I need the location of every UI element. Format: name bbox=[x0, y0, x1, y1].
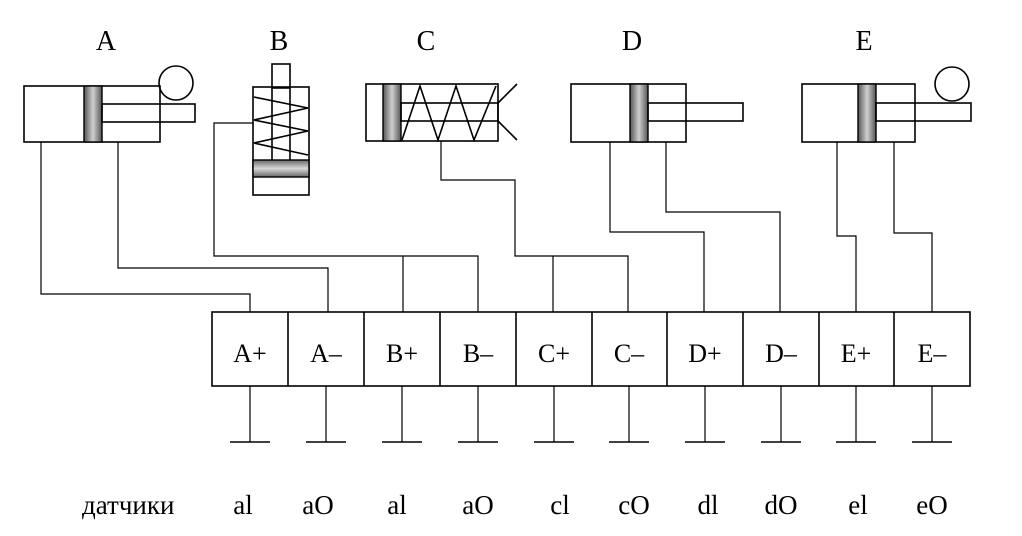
actuator-label-e: E bbox=[855, 26, 872, 57]
ground-symbols bbox=[230, 386, 952, 443]
sensor-label: cl bbox=[550, 490, 570, 520]
sensor-label: dl bbox=[697, 490, 718, 520]
valve-label: C– bbox=[614, 339, 645, 368]
valve-block: A+ A– B+ B– C+ C– D+ D– E+ E– bbox=[211, 311, 971, 387]
control-lines bbox=[40, 122, 933, 312]
sensor-label: al bbox=[233, 490, 253, 520]
cylinder-d bbox=[570, 83, 744, 143]
sensor-label: el bbox=[848, 490, 868, 520]
actuator-label-d: D bbox=[622, 26, 642, 57]
actuator-label-a: A bbox=[96, 26, 117, 57]
cylinder-c bbox=[365, 83, 518, 143]
cylinder-b bbox=[252, 63, 310, 196]
sensor-label: dO bbox=[765, 490, 798, 520]
actuator-label-c: C bbox=[417, 26, 436, 57]
actuator-label-b: B bbox=[270, 26, 289, 57]
valve-label: A+ bbox=[233, 339, 266, 368]
valve-label: B– bbox=[463, 339, 494, 368]
valve-label: A– bbox=[310, 339, 343, 368]
sensors-label: датчики bbox=[82, 490, 174, 520]
sensor-label: aO bbox=[462, 490, 493, 520]
valve-label: D– bbox=[765, 339, 798, 368]
sensor-label: cO bbox=[618, 490, 649, 520]
valve-label: C+ bbox=[538, 339, 570, 368]
sensor-label: al bbox=[387, 490, 407, 520]
valve-label: E+ bbox=[841, 339, 872, 368]
cylinder-e bbox=[801, 66, 972, 143]
cylinder-a bbox=[23, 65, 196, 143]
valve-label: B+ bbox=[386, 339, 418, 368]
sensor-label: eO bbox=[916, 490, 947, 520]
valve-label: D+ bbox=[688, 339, 721, 368]
valve-label: E– bbox=[918, 339, 948, 368]
sensor-label: aO bbox=[302, 490, 333, 520]
